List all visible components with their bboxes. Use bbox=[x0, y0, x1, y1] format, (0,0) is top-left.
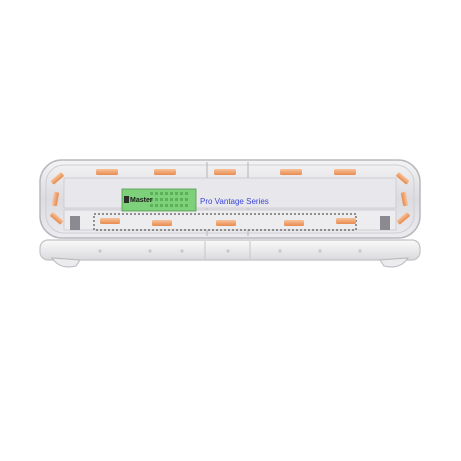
led-module bbox=[396, 172, 410, 185]
led-module bbox=[96, 169, 118, 175]
led-module bbox=[100, 218, 120, 224]
lightbar-base bbox=[39, 239, 421, 261]
led-module bbox=[401, 191, 408, 207]
led-module bbox=[334, 169, 356, 175]
bottom-led-row bbox=[100, 218, 356, 226]
led-module bbox=[214, 169, 236, 175]
led-module bbox=[216, 220, 236, 226]
corner-led-modules bbox=[50, 172, 410, 225]
led-module bbox=[336, 218, 356, 224]
led-module bbox=[52, 191, 59, 207]
mounting-feet bbox=[51, 257, 409, 268]
end-brackets bbox=[70, 216, 390, 230]
led-module bbox=[50, 212, 64, 225]
led-module bbox=[284, 220, 304, 226]
led-module bbox=[154, 169, 176, 175]
master-label: Master bbox=[130, 197, 153, 204]
led-module bbox=[396, 212, 410, 225]
top-led-row bbox=[96, 169, 356, 175]
led-module bbox=[50, 172, 64, 185]
lightbar-top-housing bbox=[39, 159, 421, 239]
led-module bbox=[280, 169, 302, 175]
series-label: Pro Vantage Series bbox=[200, 197, 269, 206]
led-module bbox=[152, 220, 172, 226]
master-circuit-board: Master bbox=[121, 188, 197, 212]
